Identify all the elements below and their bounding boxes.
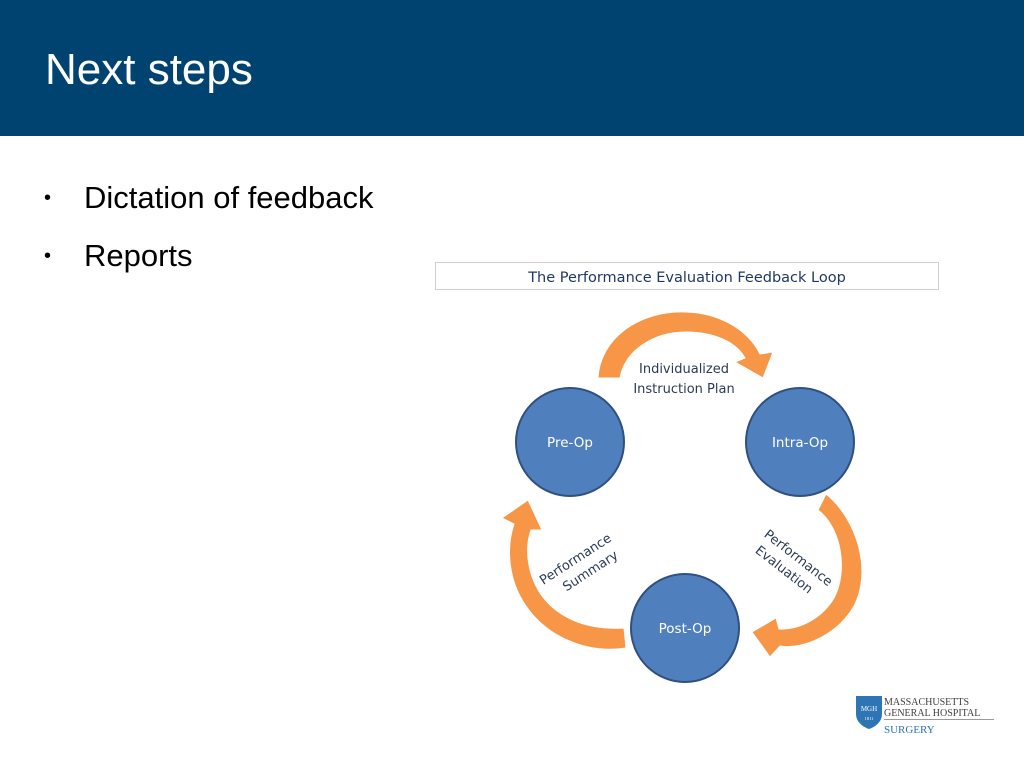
bullet-item: • Dictation of feedback [40, 176, 374, 234]
node-pre-op [515, 387, 625, 497]
node-label: Pre-Op [547, 435, 593, 451]
bullet-list: • Dictation of feedback • Reports [40, 176, 374, 292]
caption-box [435, 262, 939, 290]
bullet-text: Reports [84, 238, 193, 273]
slide-title: Next steps [45, 45, 253, 94]
title-bar: Next steps [0, 0, 1024, 136]
node-label: Post-Op [659, 621, 712, 637]
label-individualized: Individualized [639, 362, 729, 377]
label-performance-summary: Performance Summary [537, 531, 621, 595]
shield-year: 1811 [865, 716, 874, 721]
logo-line-3: SURGERY [884, 724, 935, 736]
bullet-icon: • [44, 245, 52, 267]
node-post-op [630, 573, 740, 683]
mgh-logo: MGH 1811 MASSACHUSETTS GENERAL HOSPITAL … [856, 696, 994, 736]
shield-text: MGH [861, 705, 877, 713]
label-instruction-plan: Instruction Plan [633, 382, 734, 397]
arc-arrow-right [751, 493, 863, 658]
bullet-item: • Reports [40, 234, 374, 292]
diagram-caption: The Performance Evaluation Feedback Loop [527, 270, 846, 286]
logo-line-1: MASSACHUSETTS [884, 697, 969, 708]
logo-line-2: GENERAL HOSPITAL [884, 708, 980, 719]
arc-arrow-top [597, 311, 774, 379]
node-label: Intra-Op [772, 435, 828, 451]
bullet-icon: • [44, 187, 52, 209]
node-intra-op [745, 387, 855, 497]
shield-icon [856, 696, 882, 729]
bullet-text: Dictation of feedback [84, 180, 374, 215]
arc-arrow-left [501, 499, 627, 650]
label-performance-evaluation: Performance Evaluation [752, 527, 835, 597]
